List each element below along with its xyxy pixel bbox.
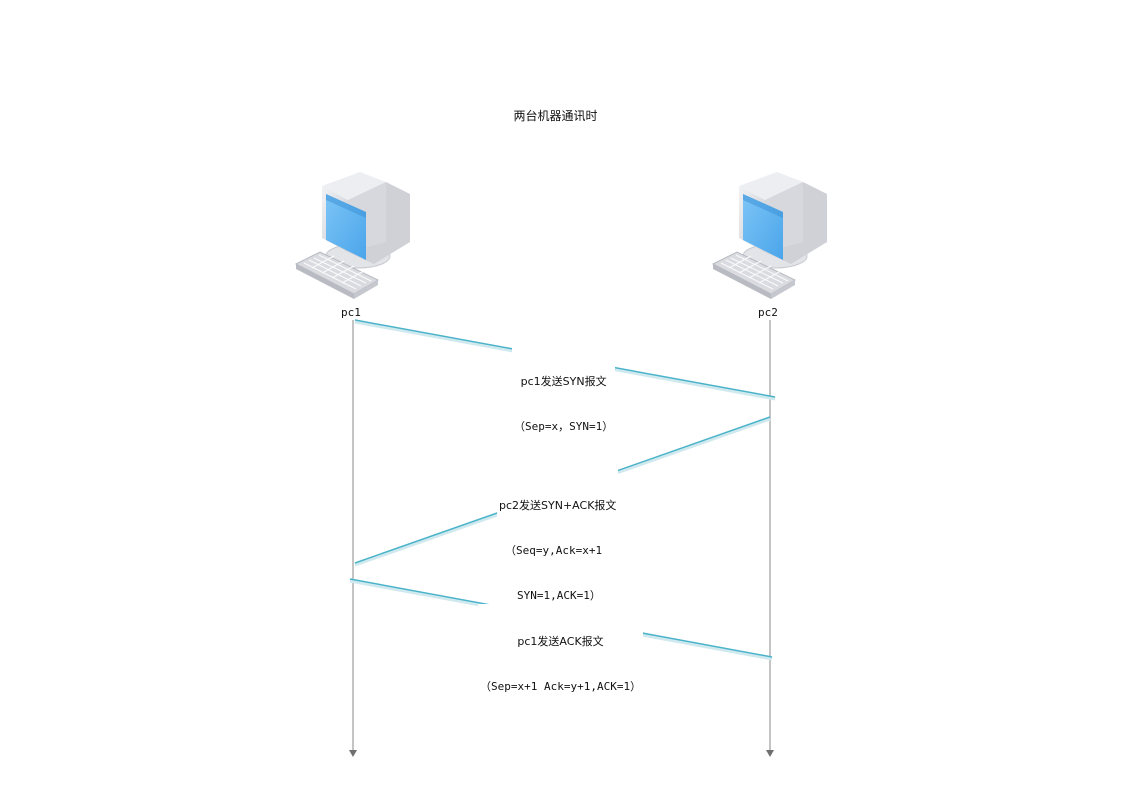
pc2-computer-icon (712, 171, 828, 300)
pc1-computer-icon (295, 171, 411, 300)
pc1-lifeline-arrow (349, 750, 357, 757)
diagram-title-text: 两台机器通讯时 (513, 109, 598, 123)
message-2-label: pc2发送SYN+ACK报文 （Seq=y,Ack=x+1 SYN=1,ACK=… (497, 468, 619, 618)
diagram-title: 两台机器通讯时 (0, 108, 1123, 124)
message-3-title: pc1发送ACK报文 (517, 635, 604, 648)
message-2-params: （Seq=y,Ack=x+1 (505, 544, 603, 557)
message-3-label: pc1发送ACK报文 （Sep=x+1 Ack=y+1,ACK=1） (478, 604, 644, 709)
pc1-label: pc1 (341, 306, 361, 319)
message-3-params: （Sep=x+1 Ack=y+1,ACK=1） (480, 680, 642, 693)
pc2-label: pc2 (758, 306, 778, 319)
pc2-lifeline-arrow (766, 750, 774, 757)
message-2-flags: SYN=1,ACK=1） (517, 589, 601, 602)
message-1-params: （Sep=x，SYN=1） (514, 420, 614, 433)
message-1-title: pc1发送SYN报文 (520, 375, 607, 388)
message-1-label: pc1发送SYN报文 （Sep=x，SYN=1） (512, 344, 616, 449)
message-2-title: pc2发送SYN+ACK报文 (499, 499, 617, 512)
